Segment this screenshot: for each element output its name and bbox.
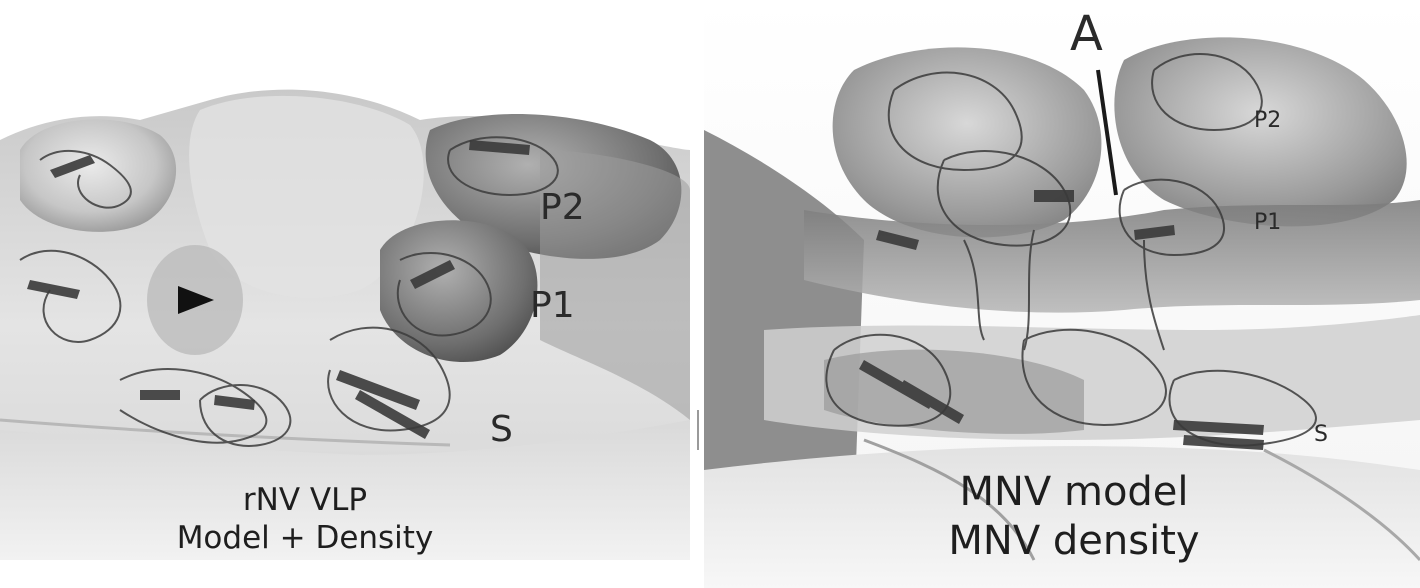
right-caption-line2: MNV density <box>944 517 1204 566</box>
right-panel-mnv: A P2 P1 S MNV model MNV density <box>704 0 1420 588</box>
right-caption: MNV model MNV density <box>944 468 1204 566</box>
right-caption-line1: MNV model <box>944 468 1204 517</box>
panel-divider <box>697 410 699 450</box>
label-s: S <box>1314 424 1328 446</box>
label-p2: P2 <box>540 190 585 226</box>
label-p2: P2 <box>1254 110 1281 132</box>
left-caption-line1: rNV VLP <box>160 482 450 520</box>
left-caption-line2: Model + Density <box>160 520 450 558</box>
left-caption: rNV VLP Model + Density <box>160 482 450 558</box>
label-p1: P1 <box>1254 212 1281 234</box>
label-p1: P1 <box>530 288 575 324</box>
left-panel-rnv-vlp: P2 P1 S rNV VLP Model + Density <box>0 0 690 588</box>
label-s: S <box>490 412 513 448</box>
label-a: A <box>1070 10 1103 58</box>
